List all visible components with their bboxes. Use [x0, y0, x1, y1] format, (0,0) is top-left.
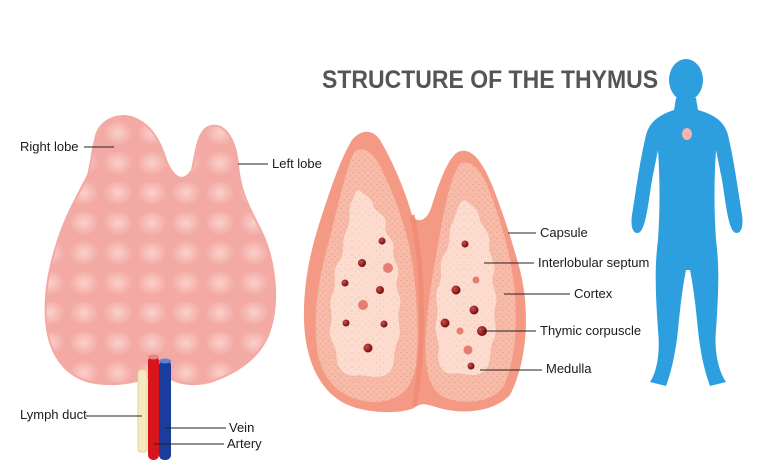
corpuscle [342, 319, 350, 327]
thymic-corpuscles [341, 237, 487, 370]
vessel-top-artery [148, 354, 159, 360]
corpuscle [456, 327, 464, 335]
corpuscle [469, 305, 479, 315]
corpuscle [472, 276, 480, 284]
human-thymus-marker [682, 128, 692, 140]
corpuscle [467, 362, 475, 370]
vein-vessel [159, 360, 171, 460]
label-medulla: Medulla [546, 361, 592, 376]
label-thymic-corpuscle: Thymic corpuscle [540, 323, 642, 338]
human-head [669, 59, 703, 101]
corpuscle [451, 285, 461, 295]
corpuscle [358, 259, 366, 267]
corpuscle [363, 343, 373, 353]
corpuscle [380, 320, 388, 328]
thymus-gland-outline [44, 115, 277, 386]
corpuscle [440, 318, 450, 328]
label-left-lobe: Left lobe [272, 156, 322, 171]
label-artery: Artery [227, 436, 262, 451]
vessel-top-vein [159, 358, 171, 364]
corpuscle [378, 237, 386, 245]
corpuscle [463, 345, 473, 355]
lymph-duct [137, 369, 148, 453]
corpuscle [461, 240, 469, 248]
thymus-cross-section [303, 131, 570, 413]
label-interlobular-septum: Interlobular septum [538, 255, 650, 270]
corpuscle [341, 279, 349, 287]
corpuscle [376, 286, 384, 294]
thymus-external-view [44, 115, 277, 460]
label-vein: Vein [229, 420, 255, 435]
corpuscle [358, 300, 368, 310]
interlobular-septum [409, 214, 425, 407]
artery-vessel [148, 356, 159, 460]
label-cortex: Cortex [574, 286, 613, 301]
label-capsule: Capsule [540, 225, 588, 240]
label-right-lobe: Right lobe [20, 139, 79, 154]
human-body [631, 98, 743, 386]
section-medulla-left [328, 189, 402, 379]
label-lymph-duct: Lymph duct [20, 407, 87, 422]
diagram-title: STRUCTURE OF THE THYMUS [322, 66, 659, 94]
corpuscle [383, 263, 393, 273]
human-silhouette [631, 59, 743, 386]
